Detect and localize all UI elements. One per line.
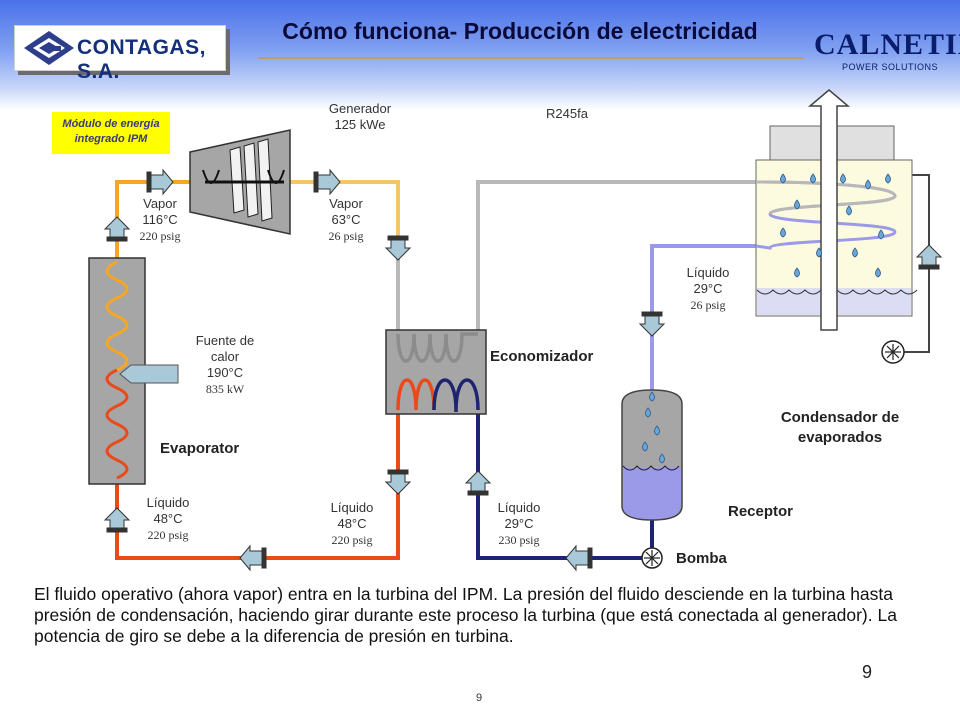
flow-arrow-vapor-out <box>313 168 341 196</box>
liquid-mid-temp: 48°C <box>337 516 367 531</box>
pipe-gray-to-condenser <box>476 180 756 332</box>
heat-source-label: Fuente de calor 190°C 835 kW <box>180 333 270 397</box>
generator-power: 125 kWe <box>334 117 386 132</box>
vapor-out-pressure: 26 psig <box>328 229 364 243</box>
liquid-evaporator-temp: 48°C <box>153 511 183 526</box>
flow-arrow-vapor-in <box>146 168 174 196</box>
condenser-drops <box>780 173 891 278</box>
page-number: 9 <box>862 662 873 682</box>
receiver-label: Receptor <box>728 503 794 520</box>
description-text: El fluido operativo (ahora vapor) entra … <box>34 584 897 646</box>
vapor-in-pressure: 220 psig <box>139 229 181 243</box>
vapor-out-title: Vapor <box>329 196 363 211</box>
receiver-liquid-surface <box>622 465 680 471</box>
vapor-in-temp: 116°C <box>142 212 178 227</box>
contagas-logo-text: CONTAGAS, S.A. <box>77 36 206 83</box>
pipe-lavender-condenser-out <box>650 244 756 392</box>
calnetix-logo: CALNETIX POWER SOLUTIONS <box>814 24 960 84</box>
liquid-evaporator-label: Líquido 48°C 220 psig <box>128 495 208 543</box>
turbine-vane-left <box>202 169 220 184</box>
fluid-label: R245fa <box>546 106 588 121</box>
heat-source-title: Fuente de calor <box>195 333 255 364</box>
pump-label: Bomba <box>676 550 727 567</box>
contagas-g-icon <box>24 31 74 65</box>
contagas-logo: CONTAGAS, S.A. <box>14 25 226 83</box>
flow-arrow-navy-up <box>464 470 492 496</box>
flow-arrow-condenser-out <box>638 311 666 337</box>
economizer-coil-navy <box>432 378 480 412</box>
liquid-condenser-title: Líquido <box>686 265 730 280</box>
liquid-evaporator-title: Líquido <box>146 495 190 510</box>
economizer-coil-red <box>396 378 436 411</box>
flow-arrow-evaporator-bottom <box>103 507 131 533</box>
heat-source-temp: 190°C <box>206 365 244 380</box>
flow-arrow-cooling-loop <box>915 244 943 270</box>
evaporator-coil-red <box>105 368 129 480</box>
liquid-condenser-pressure: 26 psig <box>690 298 726 312</box>
liquid-evaporator-pressure: 220 psig <box>147 528 189 542</box>
receiver-drops <box>642 391 665 464</box>
pump-icon <box>641 547 663 569</box>
heat-source-arrow <box>119 364 179 384</box>
liquid-mid-pressure: 220 psig <box>331 533 373 547</box>
liquid-pump-pressure: 230 psig <box>498 533 540 547</box>
liquid-mid-title: Líquido <box>330 500 374 515</box>
liquid-condenser-temp: 29°C <box>693 281 723 296</box>
title-underline <box>258 57 804 59</box>
economizer-label: Economizador <box>490 348 594 365</box>
liquid-pump-temp: 29°C <box>504 516 534 531</box>
footer-number: 9 <box>476 692 483 704</box>
flow-arrow-economizer-red-down <box>384 469 412 495</box>
vapor-in-label: Vapor 116°C 220 psig <box>120 196 200 244</box>
condenser-label: Condensador de evaporados <box>780 409 900 446</box>
flow-arrow-economizer-in <box>384 235 412 261</box>
flow-arrow-bottom-left <box>239 544 267 572</box>
vapor-in-title: Vapor <box>143 196 177 211</box>
exhaust-arrow <box>807 89 851 331</box>
evaporator-coil-orange <box>105 260 129 372</box>
generator-title: Generador <box>328 101 392 116</box>
liquid-mid-label: Líquido 48°C 220 psig <box>312 500 392 548</box>
liquid-pump-label: Líquido 29°C 230 psig <box>479 500 559 548</box>
ipm-module-label: Módulo de energía integrado IPM <box>52 112 170 154</box>
liquid-condenser-label: Líquido 29°C 26 psig <box>668 265 748 313</box>
heat-source-power: 835 kW <box>205 382 245 396</box>
turbine-vane-right <box>267 169 285 184</box>
turbine-blades <box>229 138 273 222</box>
economizer-coil-gray <box>396 332 478 363</box>
liquid-pump-title: Líquido <box>497 500 541 515</box>
receiver-liquid <box>623 468 681 519</box>
flow-arrow-bottom-pump <box>565 544 593 572</box>
calnetix-logo-text: CALNETIX <box>814 28 960 61</box>
vapor-out-temp: 63°C <box>331 212 361 227</box>
evaporator-label: Evaporator <box>160 440 240 457</box>
calnetix-logo-sub: POWER SOLUTIONS <box>842 62 939 72</box>
vapor-out-label: Vapor 63°C 26 psig <box>306 196 386 244</box>
page-title: Cómo funciona- Producción de electricida… <box>282 18 758 44</box>
flow-arrow-evaporator-up <box>103 216 131 242</box>
generator-label: Generador 125 kWe <box>310 101 410 133</box>
cooling-pump-icon <box>881 340 905 364</box>
